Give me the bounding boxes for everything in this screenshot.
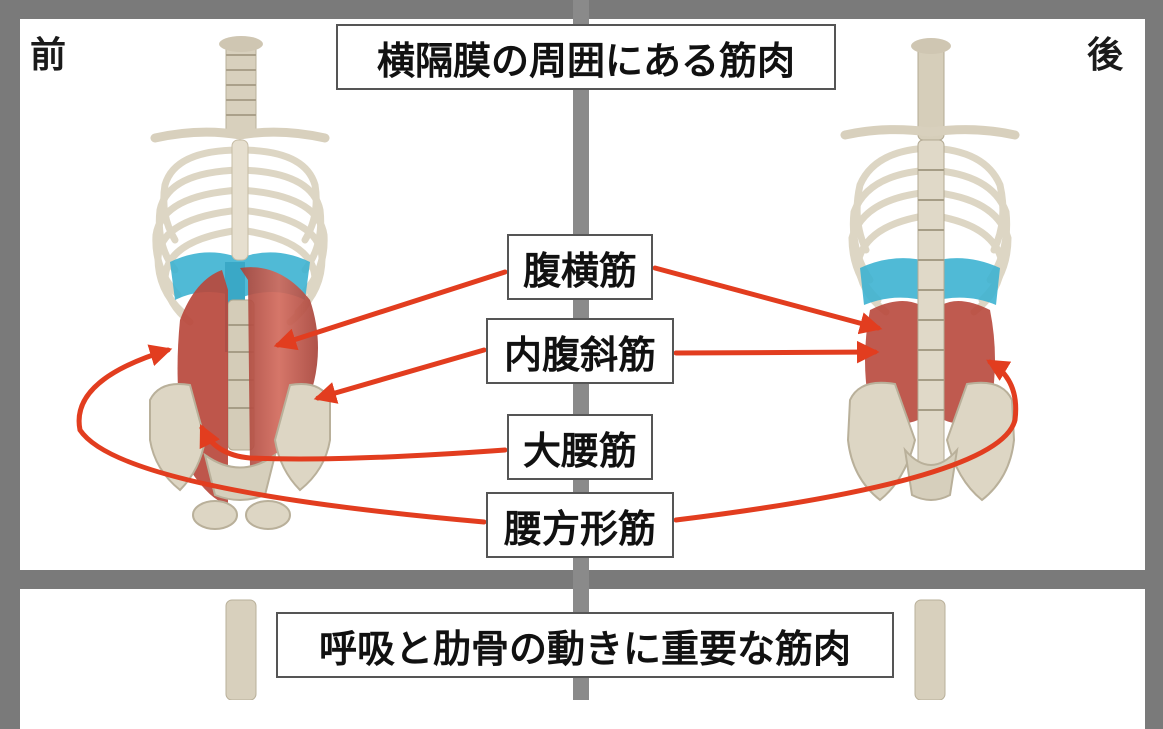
label-transversus-abdominis: 腹横筋 <box>507 234 653 300</box>
arrows <box>76 265 1019 525</box>
label-quadratus-lumborum: 腰方形筋 <box>486 492 674 558</box>
back-view-label: 後 <box>1087 35 1124 76</box>
anatomy-illustration <box>76 36 1020 700</box>
front-view-label: 前 <box>30 35 67 76</box>
skeleton-front-icon <box>149 36 331 530</box>
skeleton-back-icon <box>840 38 1020 502</box>
section-title: 呼吸と肋骨の動きに重要な筋肉 <box>276 612 894 678</box>
label-internal-oblique: 内腹斜筋 <box>486 318 674 384</box>
label-psoas-major: 大腰筋 <box>507 414 653 480</box>
page-title: 横隔膜の周囲にある筋肉 <box>336 24 836 90</box>
skeleton-lower-icon <box>225 599 946 700</box>
